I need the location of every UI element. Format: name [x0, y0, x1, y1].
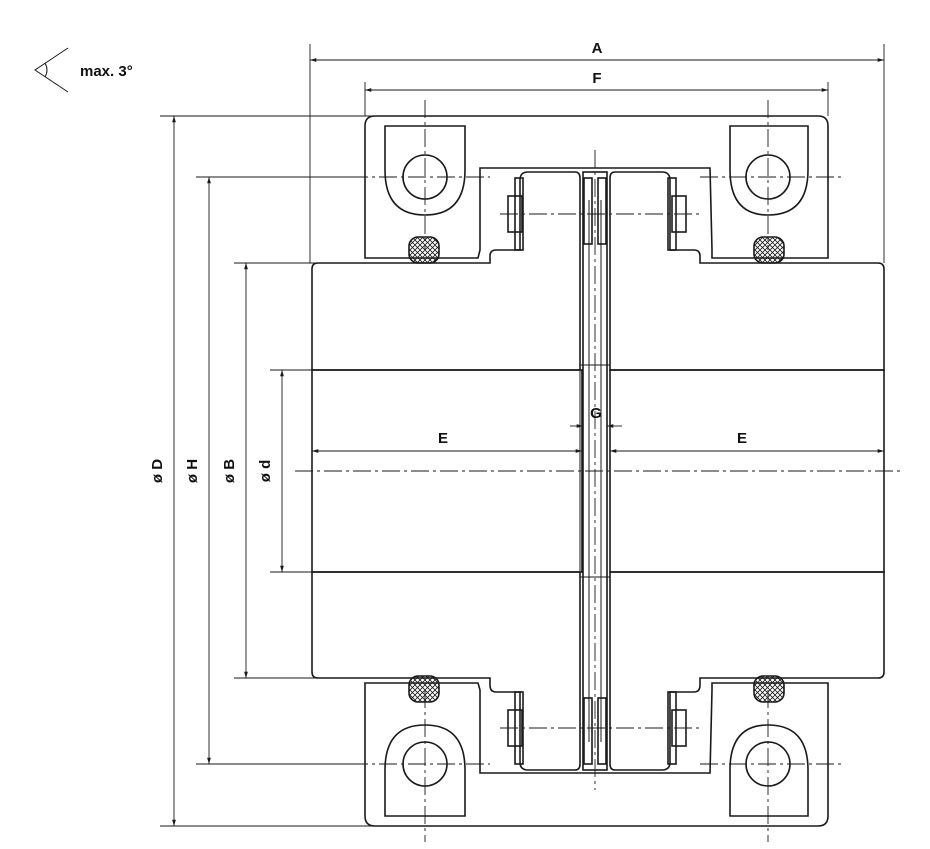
dimension-G-label: G	[590, 405, 602, 422]
dimension-F	[364, 82, 829, 116]
dimension-H	[196, 176, 355, 765]
hub-left	[311, 171, 583, 771]
dimension-F-label: F	[592, 70, 601, 87]
misalignment-angle-icon	[34, 47, 69, 93]
sleeve-top	[364, 115, 829, 259]
dimension-A	[309, 44, 885, 263]
dimension-E-right-label: E	[737, 430, 747, 447]
dimension-B	[234, 262, 318, 679]
sleeve-bottom	[364, 682, 829, 827]
seal-rings	[408, 236, 785, 703]
dimension-D	[160, 115, 375, 827]
dimension-B-label: ø B	[221, 459, 238, 483]
dimension-H-label: ø H	[184, 459, 201, 483]
dimension-d-label: ø d	[257, 460, 274, 483]
bolt-assembly-bottom	[500, 691, 700, 765]
dimension-d	[270, 369, 312, 573]
dimension-E-left-label: E	[438, 430, 448, 447]
bolt-assembly-top	[500, 177, 700, 251]
angle-note: max. 3°	[80, 63, 133, 80]
dimension-D-label: ø D	[149, 459, 166, 483]
dimension-A-label: A	[592, 40, 603, 57]
center-lines	[295, 100, 900, 842]
